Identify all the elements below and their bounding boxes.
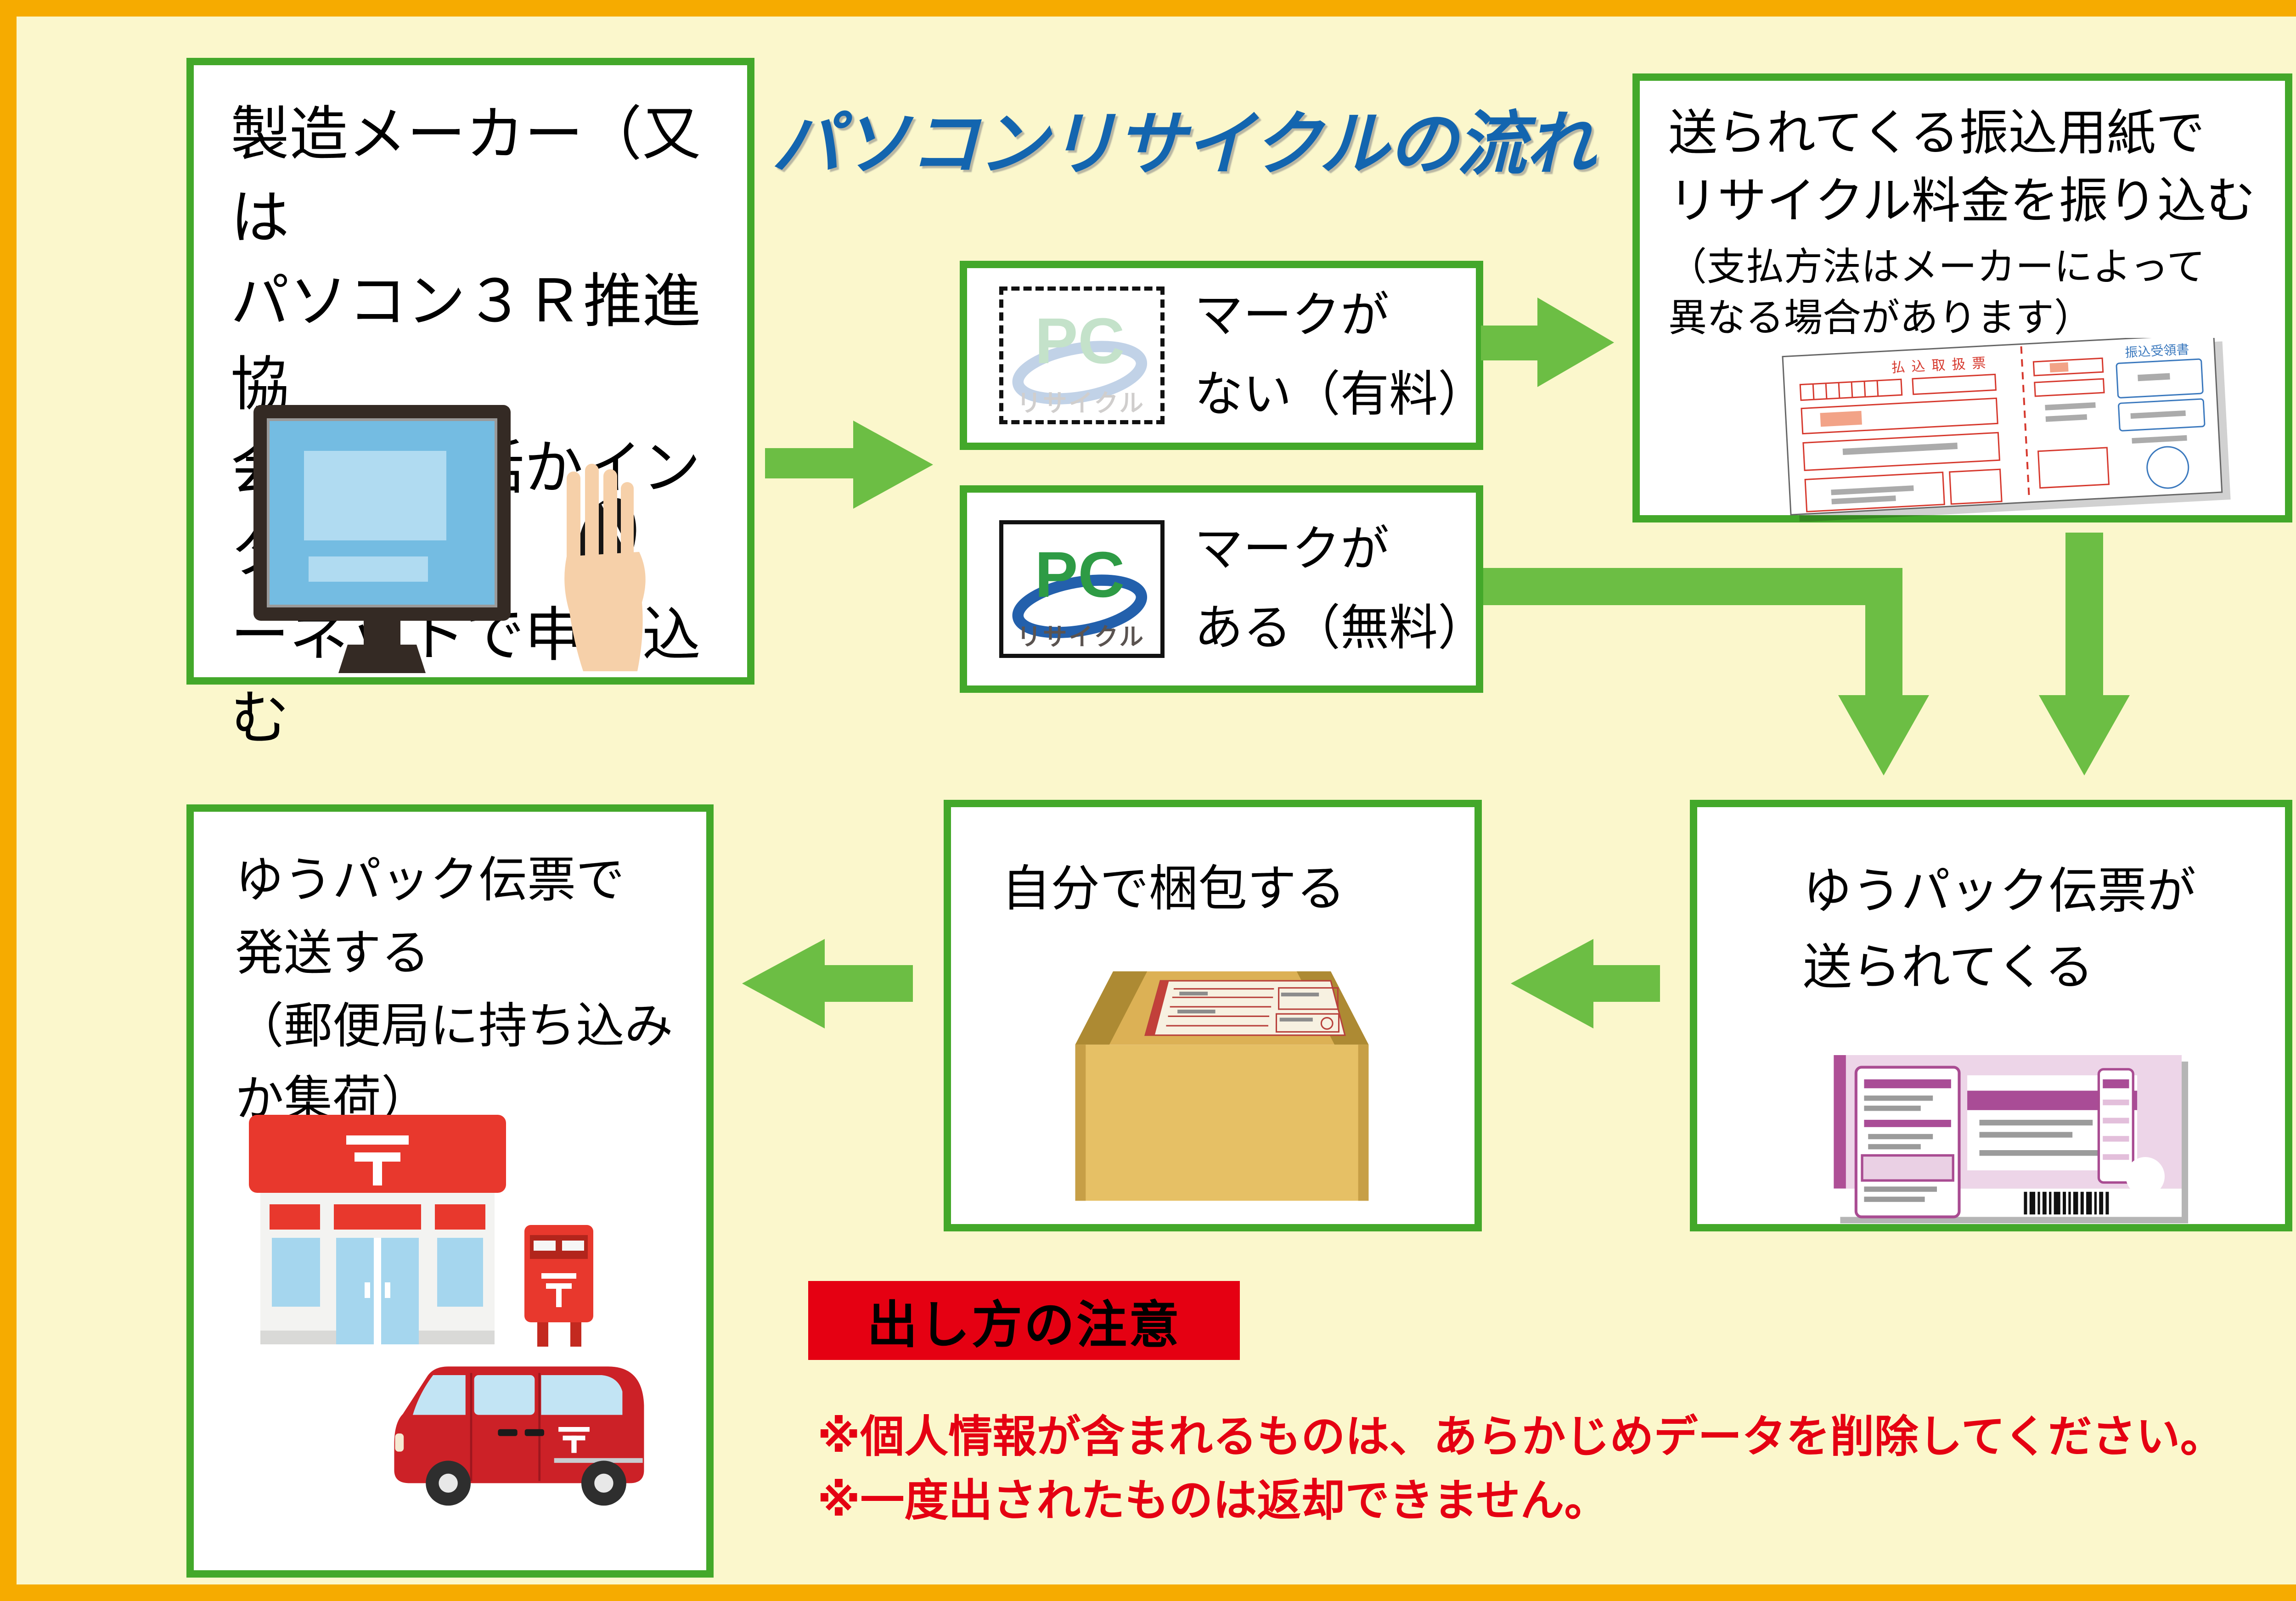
step-pay-box: 送られてくる振込用紙で リサイクル料金を振り込む （支払方法はメーカーによって … [1632, 73, 2292, 522]
slip-right-title: 振込受領書 [2125, 342, 2189, 360]
barcode-icon [2024, 1191, 2109, 1215]
arrow-pay-to-slip-down [2039, 533, 2130, 775]
postal-mark-icon [346, 1135, 409, 1185]
pc-recycle-mark-absent-frame: PC リサイクル [999, 286, 1165, 424]
svg-text:PC: PC [1035, 304, 1125, 377]
step-pack-box: 自分で梱包する [944, 800, 1482, 1231]
notice-badge-label: 出し方の注意 [867, 1297, 1181, 1354]
pc-recycle-mark-icon: PC リサイクル [1012, 538, 1148, 651]
step-ship-text: ゆうパック伝票で 発送する （郵便局に持ち込み か集荷） [235, 853, 673, 1126]
step-pay-text: 送られてくる振込用紙で リサイクル料金を振り込む [1668, 105, 2256, 228]
step-ship-box: ゆうパック伝票で 発送する （郵便局に持ち込み か集荷） [186, 804, 714, 1578]
slip-blue-grid [2116, 358, 2206, 489]
step-mark-absent-box: PC リサイクル マークが ない（有料） [960, 261, 1486, 450]
mark-absent-label: マークが ない（有料） [1194, 288, 1486, 421]
monitor-icon [253, 405, 511, 673]
arrow-apply-to-marks [765, 421, 933, 509]
step-mark-present-box: PC リサイクル マークが ある（無料） [960, 485, 1486, 693]
step-slip-text: ゆうパック伝票が 送られてくる [1803, 863, 2196, 994]
pc-recycle-mark-present-frame: PC リサイクル [999, 520, 1165, 658]
pc-recycle-mark-faded-icon: PC リサイクル [1012, 304, 1148, 417]
computer-and-hand-illustration [253, 405, 646, 673]
svg-text:リサイクル: リサイクル [1017, 624, 1145, 651]
arrow-slip-to-pack [1511, 939, 1660, 1028]
shipping-slip-on-box [1144, 980, 1346, 1036]
mark-present-label: マークが ある（無料） [1194, 522, 1486, 655]
red-post-van-illustration [394, 1366, 644, 1506]
slip-red-grid [1799, 373, 2003, 512]
step-apply-box: 製造メーカー（又は パソコン３Ｒ推進協 会）に電話かインタ ーネットで申し込む [186, 58, 754, 751]
cardboard-box-illustration [1075, 971, 1369, 1201]
post-office-illustration [249, 1115, 593, 1347]
notice-badge: 出し方の注意 [808, 1281, 1240, 1360]
svg-text:リサイクル: リサイクル [1017, 390, 1145, 417]
svg-text:PC: PC [1035, 538, 1125, 611]
hand-icon [564, 464, 646, 671]
page-title: パソコンリサイクルの流れ [771, 105, 1595, 183]
van-postal-mark-icon [558, 1427, 590, 1453]
arrow-pack-to-ship [742, 939, 913, 1028]
arrow-markpresent-to-slip-elbow [1483, 568, 1929, 775]
step-slip-box: ゆうパック伝票が 送られてくる [1690, 800, 2292, 1231]
step-pay-note: （支払方法はメーカーによって 異なる場合があります） [1668, 245, 2206, 339]
payment-slip-illustration: 払込取扱票 [1782, 338, 2231, 522]
yupack-label-illustration [1834, 1055, 2189, 1224]
step-pack-text: 自分で梱包する [1002, 861, 1346, 916]
arrow-markabsent-to-pay [1481, 298, 1614, 387]
wheel-icon [426, 1461, 626, 1506]
notice-warnings: ※個人情報が含まれるものは、あらかじめデータを削除してください。 ※一度出された… [817, 1412, 2224, 1526]
postbox-icon [524, 1225, 593, 1347]
